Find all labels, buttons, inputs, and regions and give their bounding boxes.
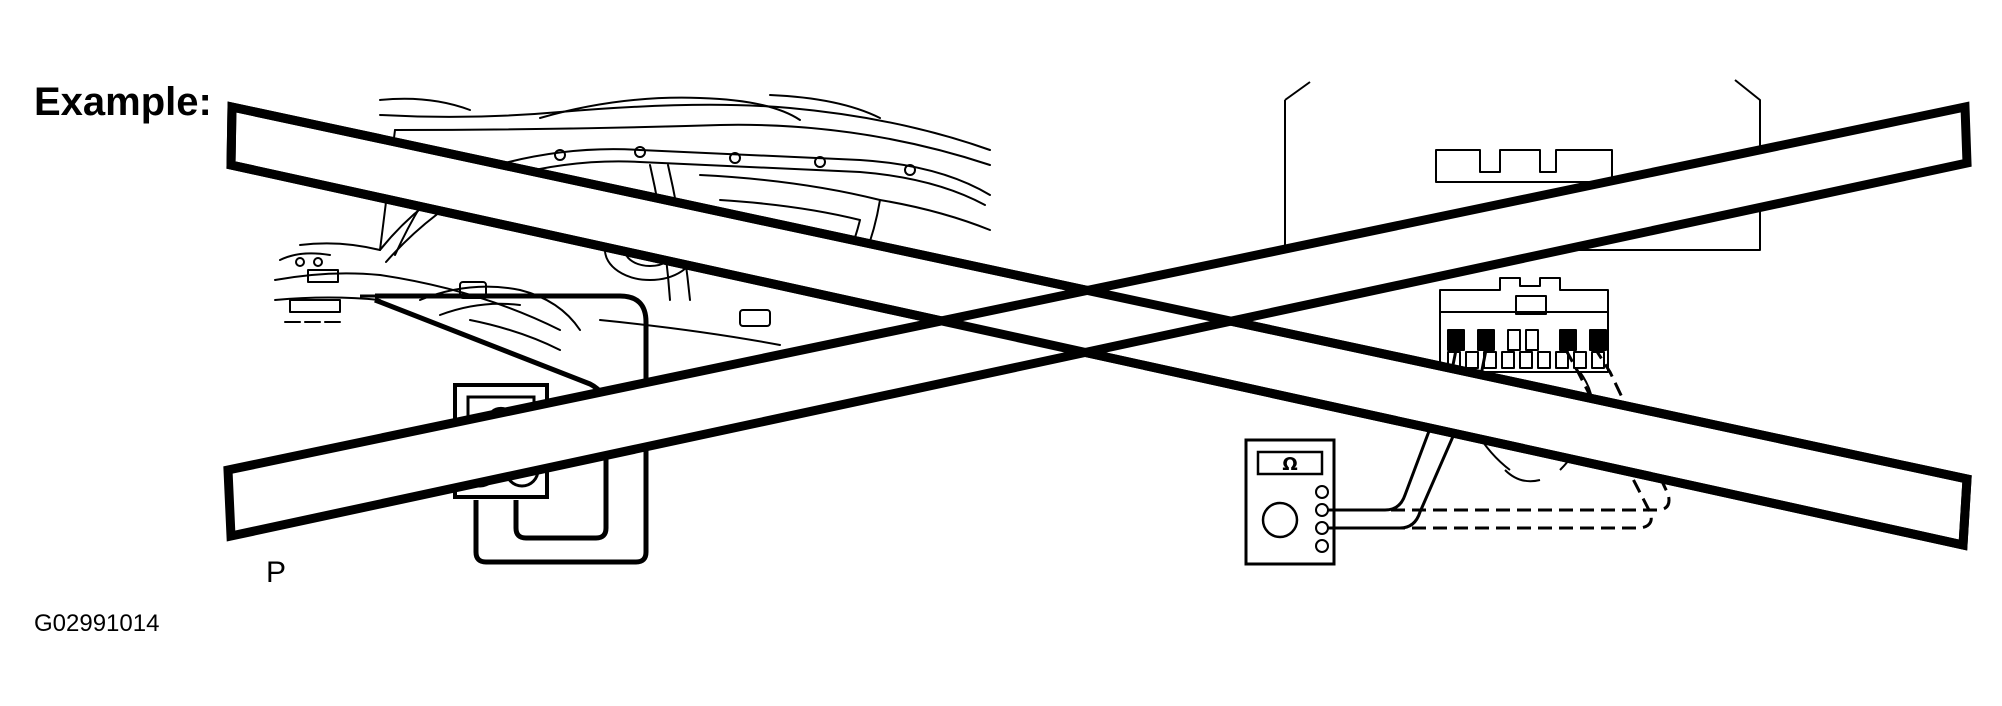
airbag-connector-illustration — [1284, 79, 1761, 483]
ohmmeter-right-symbol: Ω — [1282, 454, 1297, 475]
ohmmeter-right: Ω — [1244, 438, 1336, 566]
figure-id: G02991014 — [34, 610, 160, 637]
ohmmeter-right-leads — [1328, 349, 1671, 530]
example-heading: Example: — [34, 80, 212, 124]
point-label-p: P — [266, 556, 287, 589]
x-mark-icon — [223, 101, 1972, 551]
